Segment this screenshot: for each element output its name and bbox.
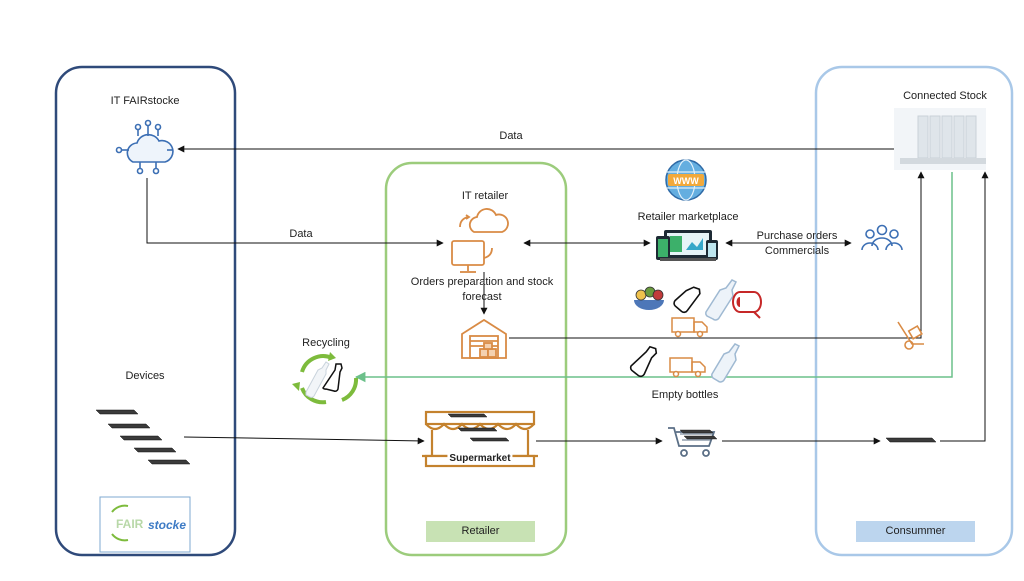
panel-consumer [814, 65, 1014, 557]
www-text: WWW [673, 176, 699, 186]
warehouse-to-stock-line [509, 171, 925, 339]
consumer-device-icon [885, 437, 937, 443]
empty-bottles-return-line [354, 172, 953, 383]
fairstocke-logo: FAIR stocke [99, 496, 191, 553]
consumer-device-to-stock [940, 171, 989, 442]
devices-to-supermarket [183, 436, 425, 445]
marketplace-devices-icon [656, 230, 718, 261]
connected-stock-shelf-image [894, 108, 986, 170]
return-truck-icon [669, 357, 706, 378]
empty-bottles-label: Empty bottles [651, 389, 719, 401]
retailer-footer-bg [426, 521, 535, 542]
logo-text-fair: FAIR [116, 517, 144, 531]
it-retailer-label: IT retailer [461, 190, 509, 202]
recycling-label: Recycling [302, 337, 350, 349]
logo-text-stocke: stocke [148, 518, 186, 532]
commercials-label: Commercials [764, 245, 830, 257]
retailer-footer-label: Retailer [461, 525, 500, 537]
orders-preparation-label: Orders preparation and stock forecast [410, 276, 554, 303]
return-plastic-bottle-icon [711, 343, 741, 383]
cloud-network-icon [115, 119, 174, 175]
delivery-truck-icon [671, 317, 708, 338]
users-group-icon [861, 224, 903, 251]
paper-roll-icon [732, 291, 762, 319]
hand-trolley-icon [897, 321, 924, 350]
consumer-footer-label: Consummer [885, 525, 946, 537]
warehouse-icon [461, 318, 507, 359]
supermarket-label: Supermarket [447, 453, 513, 464]
recycling-icon [292, 352, 359, 405]
data-label-top: Data [499, 130, 523, 142]
data-label-mid: Data [289, 228, 313, 240]
it-retailer-monitor-icon [451, 208, 509, 273]
plastic-bottle-icon [705, 279, 738, 321]
it-fairstocke-title: IT FAIRstocke [110, 95, 180, 107]
data-line-mid [146, 178, 444, 247]
fruit-bowl-icon [634, 286, 664, 310]
devices-label: Devices [125, 370, 165, 382]
panel-it-fairstocke [54, 65, 237, 557]
shopping-cart-icon [668, 427, 718, 457]
dark-bottle-icon [673, 286, 701, 314]
return-dark-bottle-icon [629, 345, 658, 378]
consumer-footer-bg [856, 521, 975, 542]
panel-retailer [384, 161, 568, 557]
purchase-orders-label: Purchase orders [756, 230, 838, 242]
retailer-marketplace-label: Retailer marketplace [637, 211, 739, 223]
www-globe-icon: WWW [665, 159, 707, 201]
devices-stack-icon [95, 409, 191, 465]
connected-stock-title: Connected Stock [903, 90, 987, 102]
